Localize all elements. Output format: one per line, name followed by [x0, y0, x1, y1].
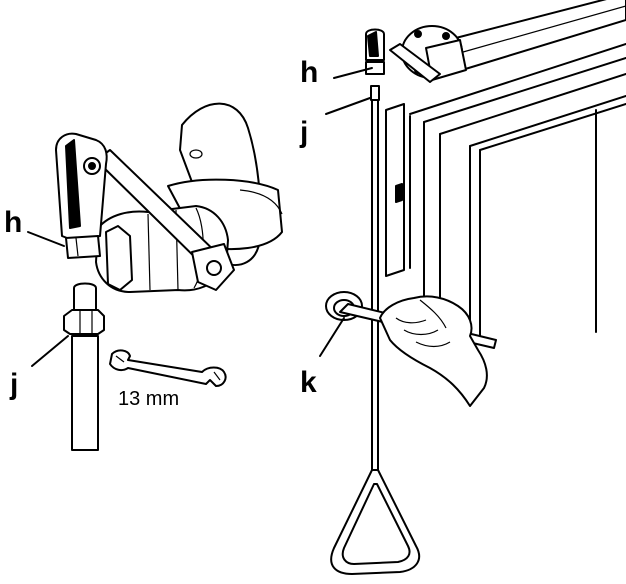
window-frame: [385, 43, 626, 341]
leader-right-k: [319, 317, 345, 357]
label-right-h: h: [300, 56, 318, 89]
hand-illustration: [379, 295, 488, 407]
valve-small: [365, 25, 467, 83]
pipe: [447, 0, 626, 71]
label-left-h: h: [4, 206, 22, 239]
wrench-icon: [109, 349, 227, 387]
leader-right-j: [325, 97, 371, 115]
control-rod-detail: [63, 282, 105, 451]
label-left-j: j: [9, 368, 18, 401]
wrench-size-caption: 13 mm: [118, 388, 179, 410]
leader-right-h: [333, 67, 373, 79]
control-rod: [330, 85, 421, 575]
valve-assembly-detail: [55, 102, 283, 293]
label-right-k: k: [300, 366, 317, 399]
leader-left-h: [27, 231, 65, 247]
label-right-j: j: [299, 116, 308, 149]
leader-left-j: [31, 335, 69, 367]
